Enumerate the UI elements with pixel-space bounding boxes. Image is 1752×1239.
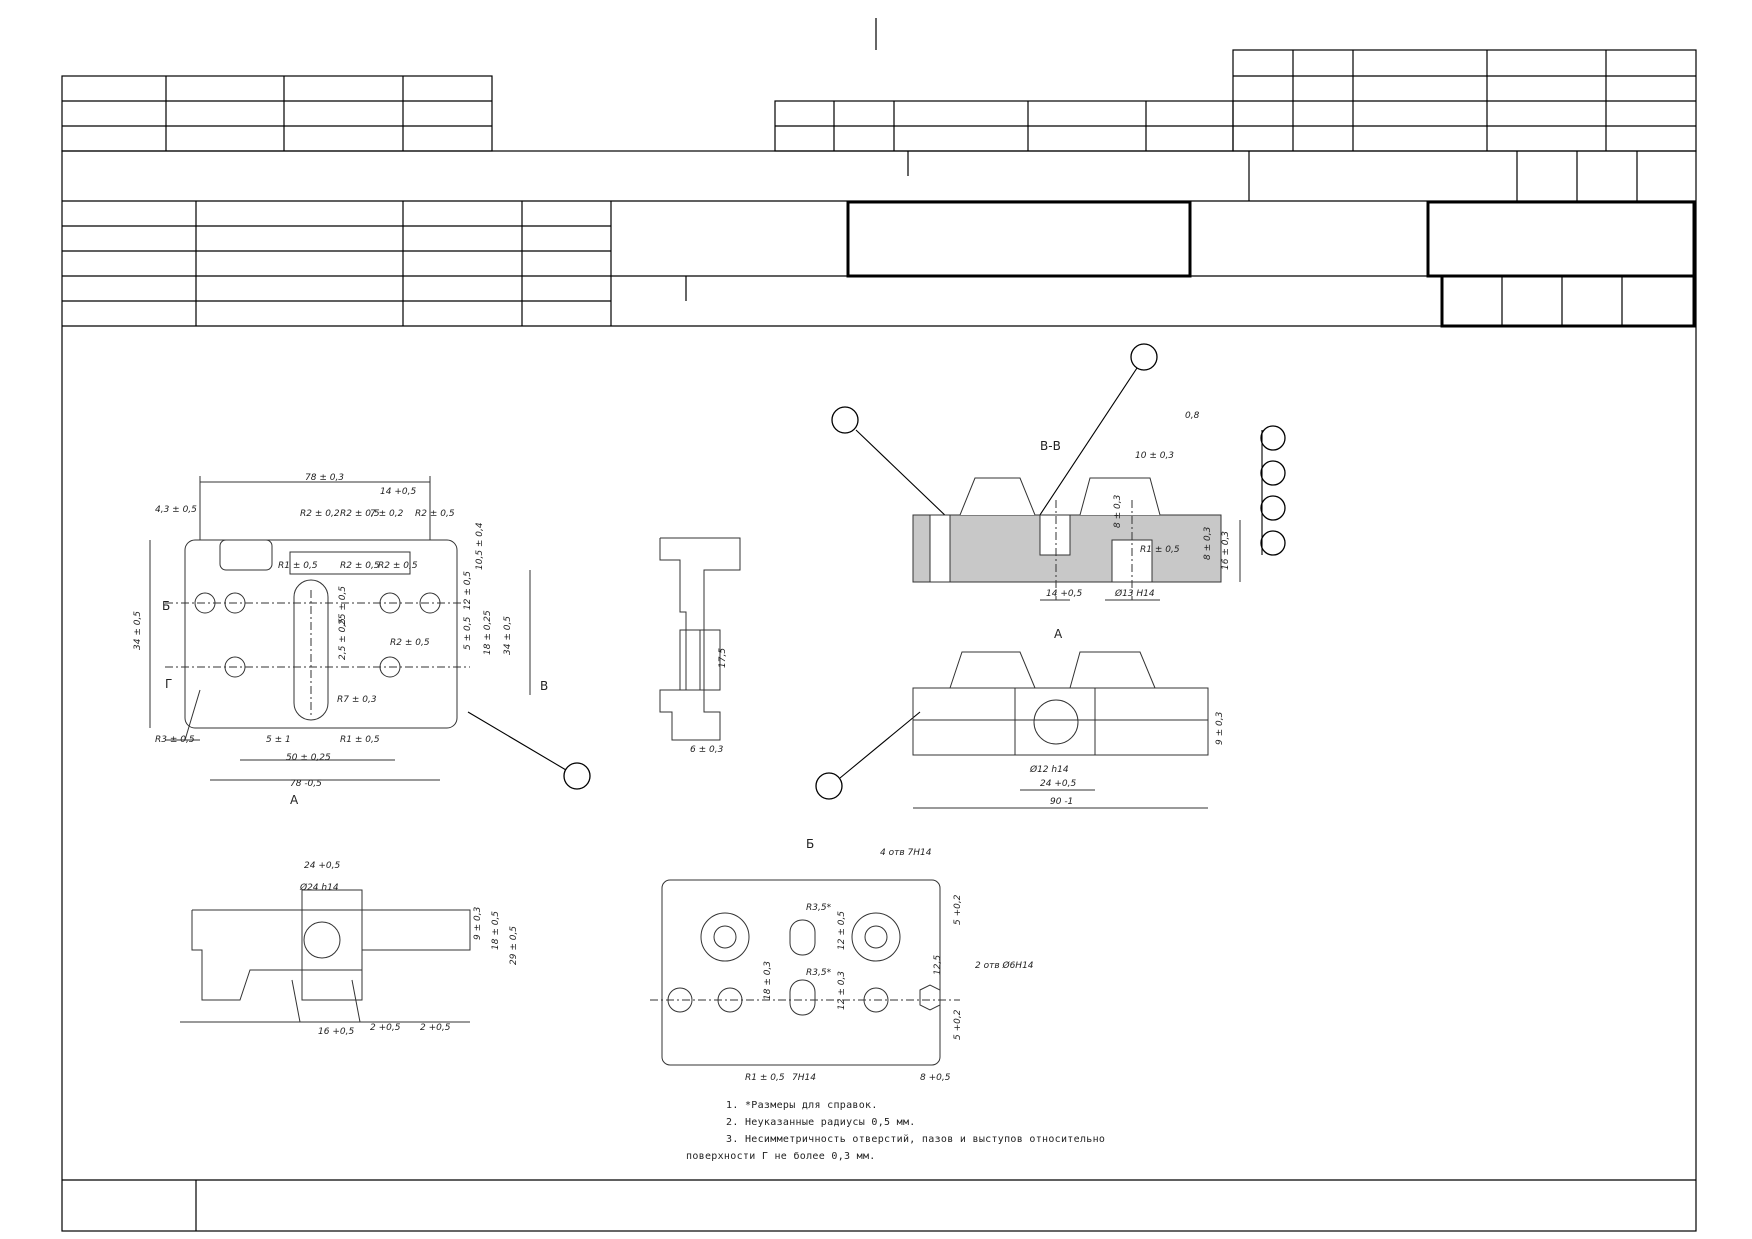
view-plan-labels: 78 ± 0,3 14 +0,5 R2 ± 0,2 R2 ± 0,5 7 ± 0… <box>133 473 548 807</box>
dim-label: 2 +0,5 <box>420 1023 451 1033</box>
note-line: 3. Несимметричность отверстий, пазов и в… <box>726 1134 1106 1145</box>
dim-label: R2 ± 0,5 <box>390 638 430 648</box>
dim-label: 7H14 <box>792 1073 816 1083</box>
dim-label: 16 ± 0,3 <box>1221 531 1231 570</box>
dim-label: 8 ± 0,3 <box>1113 494 1123 528</box>
outer-frame <box>61 150 1697 1232</box>
view-b <box>650 879 960 1066</box>
dim-label: 17,5 <box>718 648 728 668</box>
dim-label: 16 +0,5 <box>318 1027 354 1037</box>
dim-label: R3 ± 0,5 <box>155 735 195 745</box>
view-marker: Г <box>165 677 172 691</box>
dim-label: 14 +0,5 <box>1046 589 1082 599</box>
dim-label: 6 ± 0,3 <box>690 745 724 755</box>
dim-label: R2 ± 0,5 <box>415 509 455 519</box>
dim-label: 7 ± 0,2 <box>370 509 404 519</box>
view-front <box>180 889 471 1023</box>
dim-label: 25 ± 0,5 <box>338 586 348 625</box>
dim-label: 2 отв Ø6H14 <box>975 960 1034 971</box>
dim-label: 24 +0,5 <box>1040 779 1076 789</box>
dim-label: 12 ± 0,5 <box>837 911 847 950</box>
dim-label: Ø24 h14 <box>299 882 339 893</box>
view-section-vv <box>912 477 1241 601</box>
dim-label: 18 ± 0,3 <box>763 961 773 1000</box>
dim-label: 12 ± 0,3 <box>837 971 847 1010</box>
note-line: поверхности Г не более 0,3 мм. <box>686 1151 876 1162</box>
dim-label: 90 -1 <box>1050 797 1073 807</box>
section-label: Б <box>806 837 814 851</box>
dim-label: 18 ± 0,25 <box>483 610 493 655</box>
dim-label: R3,5* <box>806 903 832 913</box>
dim-label: 4 отв 7H14 <box>880 848 932 858</box>
callout-circle-1 <box>1130 343 1158 371</box>
dim-label: 10,5 ± 0,4 <box>475 522 485 570</box>
dim-label: R2 ± 0,2 <box>300 509 340 519</box>
view-marker: В <box>540 679 548 693</box>
dim-label: 29 ± 0,5 <box>509 926 519 965</box>
dim-label: 5 +0,2 <box>953 1009 963 1040</box>
note-line: 2. Неуказанные радиусы 0,5 мм. <box>726 1117 916 1128</box>
dim-label: 50 ± 0,25 <box>286 753 331 763</box>
dim-label: 5 ± 0,5 <box>463 616 473 650</box>
callout-circle-4 <box>815 772 843 800</box>
roughness-label: 0,8 <box>1185 411 1200 421</box>
dim-label: R3,5* <box>806 968 832 978</box>
callout-circle-2 <box>831 406 859 434</box>
dim-label: 34 ± 0,5 <box>133 611 143 650</box>
dim-label: 9 ± 0,3 <box>1215 711 1225 745</box>
bold-frames <box>846 200 1696 328</box>
title-block-frame <box>61 18 1697 1232</box>
dim-label: 78 -0,5 <box>290 779 322 789</box>
dim-label: R2 ± 0,5 <box>340 561 380 571</box>
callout-circle-8 <box>1260 530 1286 556</box>
dim-label: 4,3 ± 0,5 <box>155 505 197 515</box>
callout-circle-6 <box>1260 460 1286 486</box>
section-label: A <box>1054 627 1063 641</box>
dim-label: 9 ± 0,3 <box>473 906 483 940</box>
view-a <box>912 651 1209 809</box>
dim-label: 8 +0,5 <box>920 1073 951 1083</box>
dim-label: 10 ± 0,3 <box>1135 451 1174 461</box>
view-marker: Б <box>162 599 170 613</box>
dim-label: Ø12 h14 <box>1029 764 1069 775</box>
note-line: 1. *Размеры для справок. <box>726 1100 878 1111</box>
dim-label: 12 ± 0,5 <box>463 571 473 610</box>
callout-circle-3 <box>563 762 591 790</box>
technical-notes: 1. *Размеры для справок. 2. Неуказанные … <box>686 1097 1106 1165</box>
dim-label: R1 ± 0,5 <box>340 735 380 745</box>
view-side <box>659 537 741 741</box>
dim-label: 2,5 ± 0,5 <box>338 618 348 660</box>
dim-label: 8 ± 0,3 <box>1203 526 1213 560</box>
callout-circles <box>563 343 1286 800</box>
dim-label: R1 ± 0,5 <box>745 1073 785 1083</box>
dim-label: 18 ± 0,5 <box>491 911 501 950</box>
dim-label: 78 ± 0,3 <box>305 473 344 483</box>
callout-circle-5 <box>1260 425 1286 451</box>
dim-label: 34 ± 0,5 <box>503 616 513 655</box>
dim-label: R7 ± 0,3 <box>337 695 377 705</box>
dim-label: R1 ± 0,5 <box>278 561 318 571</box>
view-marker: A <box>290 793 299 807</box>
dim-label: 5 ± 1 <box>266 735 291 745</box>
dim-label: R1 ± 0,5 <box>1140 545 1180 555</box>
dim-label: R2 ± 0,5 <box>378 561 418 571</box>
dim-label: 5 +0,2 <box>953 894 963 925</box>
dim-label: 2 +0,5 <box>370 1023 401 1033</box>
view-plan <box>149 476 531 781</box>
dim-label: Ø13 H14 <box>1114 588 1155 599</box>
dim-label: 12,5 <box>933 955 943 975</box>
dim-label: R2 ± 0,5 <box>340 509 380 519</box>
dim-label: 14 +0,5 <box>380 487 416 497</box>
callout-circle-7 <box>1260 495 1286 521</box>
dim-label: 24 +0,5 <box>304 861 340 871</box>
section-label: В-В <box>1040 439 1061 453</box>
